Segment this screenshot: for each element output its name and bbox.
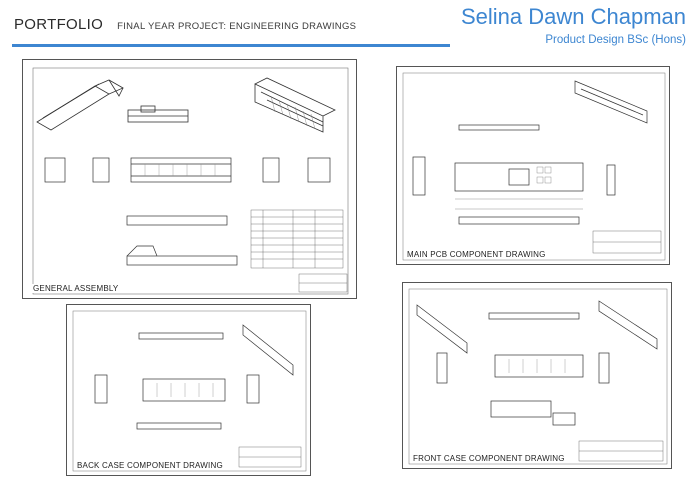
main-pcb-sheet[interactable]: MAIN PCB COMPONENT DRAWING — [396, 66, 670, 265]
main-pcb-drawing — [402, 72, 666, 261]
general-assembly-caption: GENERAL ASSEMBLY — [31, 284, 121, 293]
back-case-drawing — [72, 310, 307, 472]
header-rule — [12, 44, 450, 47]
general-assembly-sheet[interactable]: GENERAL ASSEMBLY — [22, 59, 357, 299]
main-pcb-caption: MAIN PCB COMPONENT DRAWING — [405, 250, 548, 259]
project-title: FINAL YEAR PROJECT: ENGINEERING DRAWINGS — [117, 21, 357, 32]
author-name: Selina Dawn Chapman — [460, 4, 686, 29]
portfolio-label: PORTFOLIO — [14, 16, 104, 33]
back-case-caption: BACK CASE COMPONENT DRAWING — [75, 461, 225, 470]
front-case-caption: FRONT CASE COMPONENT DRAWING — [411, 454, 567, 463]
general-assembly-drawing — [32, 67, 349, 295]
header-left: PORTFOLIO FINAL YEAR PROJECT: ENGINEERIN… — [14, 16, 356, 33]
front-case-sheet[interactable]: FRONT CASE COMPONENT DRAWING — [402, 282, 672, 469]
front-case-drawing — [408, 288, 668, 465]
degree-label: Product Design BSc (Hons) — [545, 34, 686, 46]
back-case-sheet[interactable]: BACK CASE COMPONENT DRAWING — [66, 304, 311, 476]
